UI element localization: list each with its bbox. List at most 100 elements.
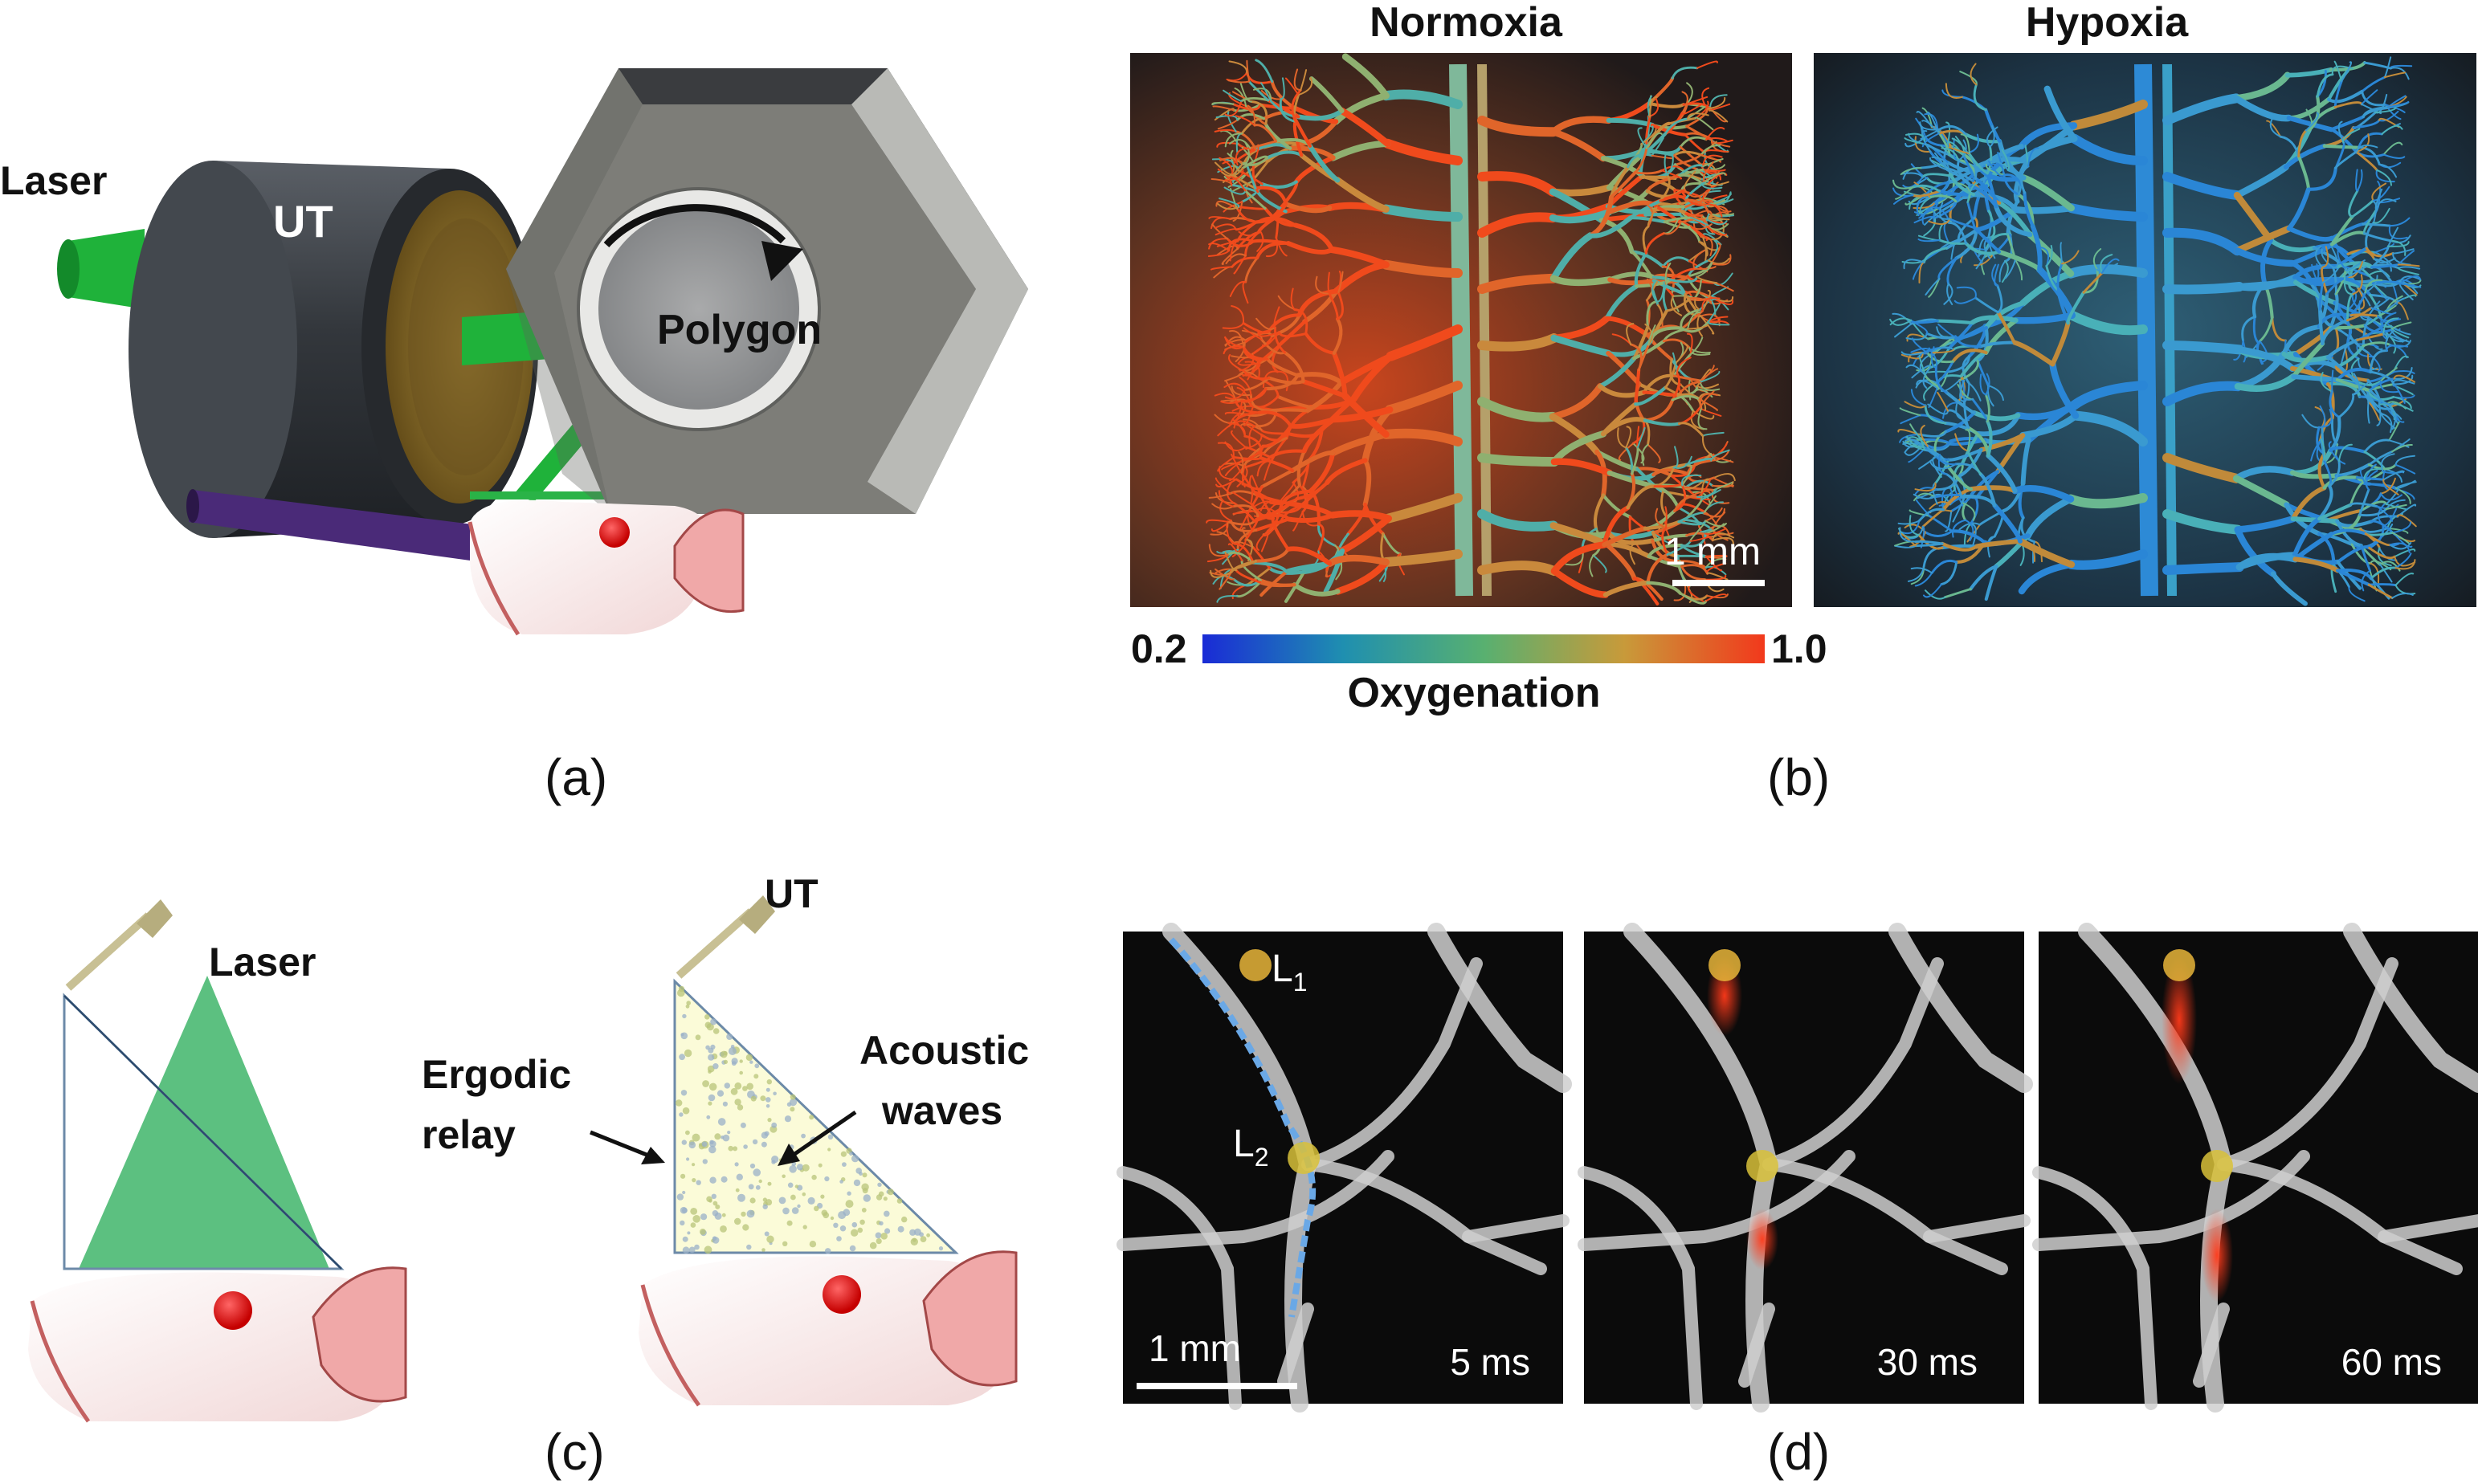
ut-label-a: UT: [273, 196, 333, 247]
acoustic-dot: [690, 1208, 698, 1215]
vessel: [1649, 96, 1658, 118]
acoustic-dot: [708, 1199, 712, 1203]
vessel: [1681, 474, 1702, 487]
vessel: [2391, 593, 2414, 599]
vessel: [1953, 137, 1958, 161]
vessel: [2367, 450, 2394, 467]
vessel: [2392, 402, 2414, 412]
vessel: [2020, 165, 2030, 194]
vessel: [2319, 405, 2326, 428]
vessel: [1938, 124, 1967, 136]
vessel: [1477, 273, 1558, 294]
vessel: [1224, 132, 1243, 148]
vessel: [1634, 251, 1648, 288]
vessel: [2346, 332, 2360, 361]
vessel: [1708, 218, 1725, 236]
vessel: [1644, 232, 1666, 255]
vessel: [1684, 486, 1714, 491]
vessel: [1704, 520, 1727, 528]
panel-d: L1 L2 1 mm 5 ms 30 ms 60 ms (d): [1117, 923, 2478, 1481]
vessel: [2067, 310, 2148, 336]
vessel: [1232, 104, 1262, 112]
acoustic-dot: [688, 1246, 696, 1254]
vessel: [1941, 541, 1978, 552]
vessel: [2380, 318, 2402, 329]
vessel: [1700, 315, 1715, 335]
vessel: [1280, 481, 1296, 501]
vessel: [1677, 520, 1707, 526]
acoustic-dot: [692, 1215, 700, 1223]
vessel: [2385, 503, 2407, 511]
vessel: [1706, 225, 1728, 236]
vessel: [1217, 202, 1239, 210]
vessel: [1908, 447, 1926, 463]
vessel: [1607, 271, 1656, 283]
acoustic-dot: [773, 1091, 777, 1096]
vessel: [1947, 141, 1965, 157]
acoustic-dot: [778, 1197, 786, 1205]
vessel: [1229, 138, 1251, 149]
acoustic-dot: [880, 1233, 888, 1240]
vessel: [1899, 527, 1917, 543]
vessel: [2377, 181, 2382, 203]
vessel: [1549, 275, 1614, 287]
vessel: [2011, 484, 2075, 503]
vessel: [1984, 108, 2002, 143]
vessel: [1661, 526, 1669, 556]
vessel: [1477, 171, 1557, 197]
vessel: [2284, 502, 2322, 536]
acoustic-dot: [839, 1180, 843, 1184]
acoustic-dot: [708, 1145, 716, 1154]
acoustic-dot: [682, 1013, 687, 1019]
vessel: [1687, 332, 1693, 356]
vessel: [1966, 182, 1978, 203]
vessel: [2252, 316, 2260, 344]
acoustic-dot: [764, 1231, 770, 1237]
vessel: [1941, 147, 1960, 161]
vessel: [1710, 449, 1730, 462]
vessel: [2333, 60, 2343, 83]
vessel: [1330, 406, 1394, 423]
vessel: [1216, 245, 1239, 256]
vessel: [1923, 583, 1942, 598]
acoustic-dot: [753, 1074, 759, 1079]
hypoxia-title: Hypoxia: [2026, 0, 2189, 46]
vessel: [2378, 110, 2399, 122]
vessel: [1667, 153, 1674, 177]
vessel: [1227, 238, 1255, 252]
vessel: [1646, 552, 1669, 585]
vessel: [1230, 184, 1259, 194]
vessel: [1988, 160, 2010, 171]
laser-beam-input: [68, 229, 145, 309]
vessel: [1226, 520, 1255, 526]
vessel: [1238, 451, 1244, 474]
colorbar: [1202, 634, 1765, 663]
frame-scale-bar: [1137, 1383, 1297, 1389]
vessel: [1942, 402, 1958, 419]
vessel: [2346, 261, 2364, 279]
acoustic-dot: [749, 1163, 756, 1169]
acoustic-dot: [717, 1118, 726, 1126]
vessel: [1222, 322, 1244, 329]
acoustic-dot: [876, 1238, 882, 1245]
acoustic-dot: [685, 1004, 690, 1009]
vessel: [2394, 455, 2415, 466]
vessel: [1477, 212, 1557, 238]
vessel: [1291, 88, 1302, 117]
vessel: [2066, 493, 2148, 509]
acoustic-dot: [857, 1227, 863, 1233]
acoustic-dot: [884, 1210, 890, 1217]
acoustic-dot: [735, 1188, 740, 1192]
vessel: [2050, 320, 2071, 367]
vessel: [1594, 449, 1640, 472]
vessel: [2234, 526, 2276, 577]
vessel: [2372, 201, 2378, 224]
vessel: [1918, 355, 1927, 377]
vessel: [1996, 284, 2003, 314]
vessel: [2387, 226, 2399, 247]
vessel: [1233, 502, 1255, 523]
vessel: [1928, 218, 1951, 226]
vessel: [1243, 418, 1263, 431]
vessel: [2337, 120, 2345, 144]
vessel: [1910, 389, 1927, 406]
